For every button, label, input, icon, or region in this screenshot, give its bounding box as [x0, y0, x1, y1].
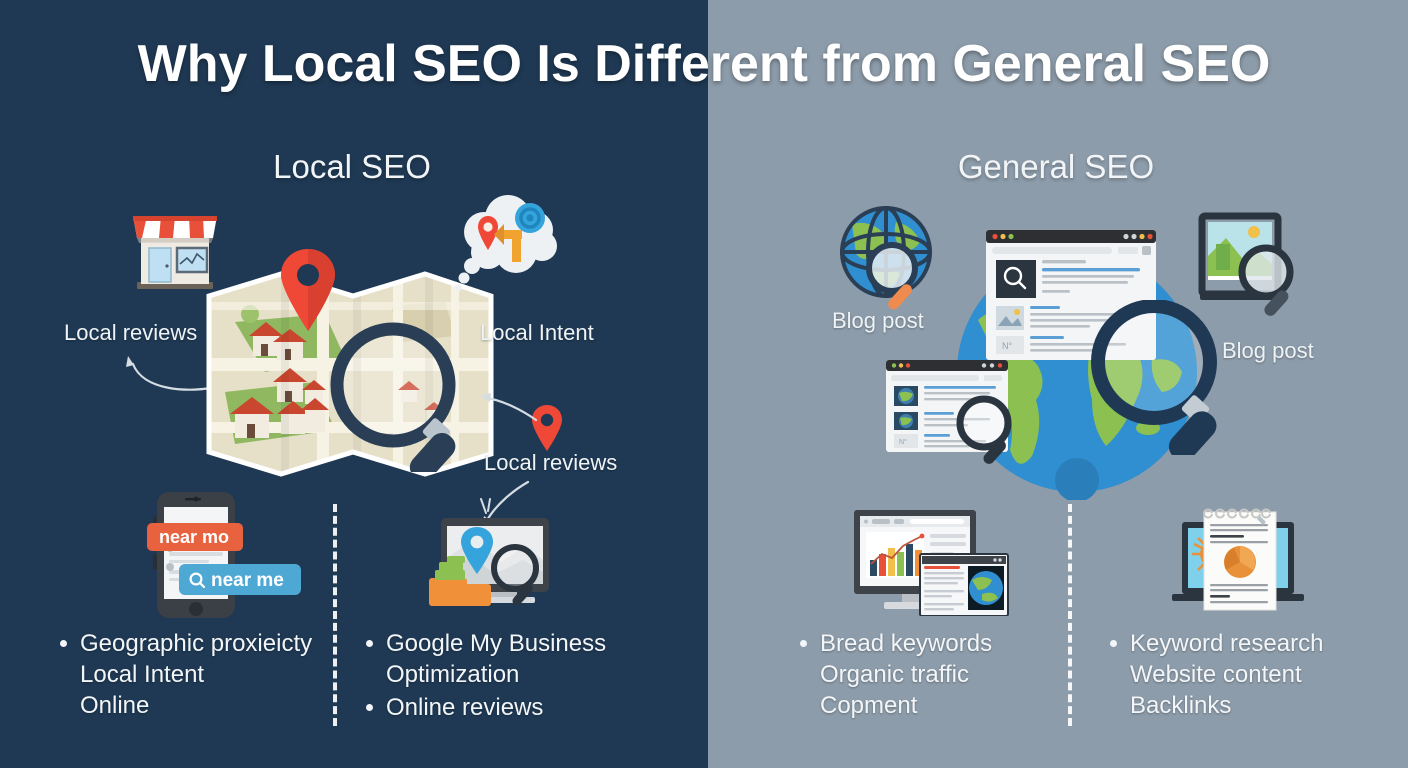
svg-text:near mo: near mo: [159, 527, 229, 547]
bullet-group: Geographic proxieicty Local Intent Onlin…: [56, 628, 326, 721]
bullet-line: Website content: [1130, 661, 1302, 688]
local-search-monitor-icon: [429, 518, 549, 606]
label-blog-post-tablet: Blog post: [1222, 338, 1314, 363]
search-results-window-bottom: N°: [886, 360, 1008, 452]
bullet-line: Google My Business: [386, 630, 607, 657]
storefront-icon: [133, 216, 217, 289]
wireframe-globe-magnifier-icon: [840, 206, 932, 310]
bullet-line: Geographic proxieicty: [80, 630, 313, 657]
label-local-reviews-store: Local reviews: [64, 320, 198, 345]
page-title: Why Local SEO Is Different from General …: [137, 35, 1271, 93]
bullet-line: Copment: [820, 692, 918, 719]
magnifier-globe-icon: [1091, 300, 1217, 455]
thought-cloud-icon: [454, 195, 557, 292]
label-local-intent: Local Intent: [480, 320, 594, 345]
content-notepad-laptop-icon: [1172, 508, 1304, 611]
bullet-line: Online reviews: [386, 694, 544, 721]
map-pin-small-icon: [532, 405, 562, 451]
svg-text:near me: near me: [211, 570, 284, 591]
bullets-local-col1: Geographic proxieicty Local Intent Onlin…: [56, 628, 326, 723]
map-pin-icon: [281, 249, 335, 331]
bullet-line: Online: [80, 692, 150, 719]
divider-right-dashed: [1068, 504, 1072, 726]
analytics-monitor-icon: [854, 510, 1009, 616]
svg-text:N°: N°: [1002, 341, 1012, 351]
magnifier-icon: [330, 322, 456, 472]
bullet-group: Bread keywords Organic traffic Copment: [796, 628, 1046, 721]
smartphone-near-me-icon: near mo near me: [147, 492, 301, 618]
heading-general-seo: General SEO: [957, 148, 1155, 185]
sparkle-icon: [480, 498, 491, 514]
bullet-line: Bread keywords: [820, 630, 993, 657]
divider-left-dashed: [333, 504, 337, 726]
bullet-group: Google My Business Optimization: [362, 628, 662, 690]
label-blog-post-globe: Blog post: [832, 308, 924, 333]
curved-arrow-up-icon: [480, 393, 538, 422]
bullet-group: Keyword research Website content Backlin…: [1106, 628, 1366, 721]
bullets-general-col1: Bread keywords Organic traffic Copment: [796, 628, 1046, 723]
bullets-local-col2: Google My Business Optimization Online r…: [362, 628, 662, 725]
bullet-line: Backlinks: [1130, 692, 1232, 719]
bullet-line: Local Intent: [80, 661, 205, 688]
bullets-general-col2: Keyword research Website content Backlin…: [1106, 628, 1366, 723]
magnifier-small-icon: [956, 395, 1012, 464]
bullet-line: Organic traffic: [820, 661, 969, 688]
label-local-reviews-pin: Local reviews: [484, 450, 618, 475]
bullet-line: Keyword research: [1130, 630, 1324, 657]
tablet-blog-post-icon: [1198, 212, 1294, 316]
bullet-line: Optimization: [386, 661, 520, 688]
heading-local-seo: Local SEO: [273, 148, 431, 185]
bullet-group: Online reviews: [362, 692, 662, 723]
svg-text:N°: N°: [899, 438, 907, 446]
